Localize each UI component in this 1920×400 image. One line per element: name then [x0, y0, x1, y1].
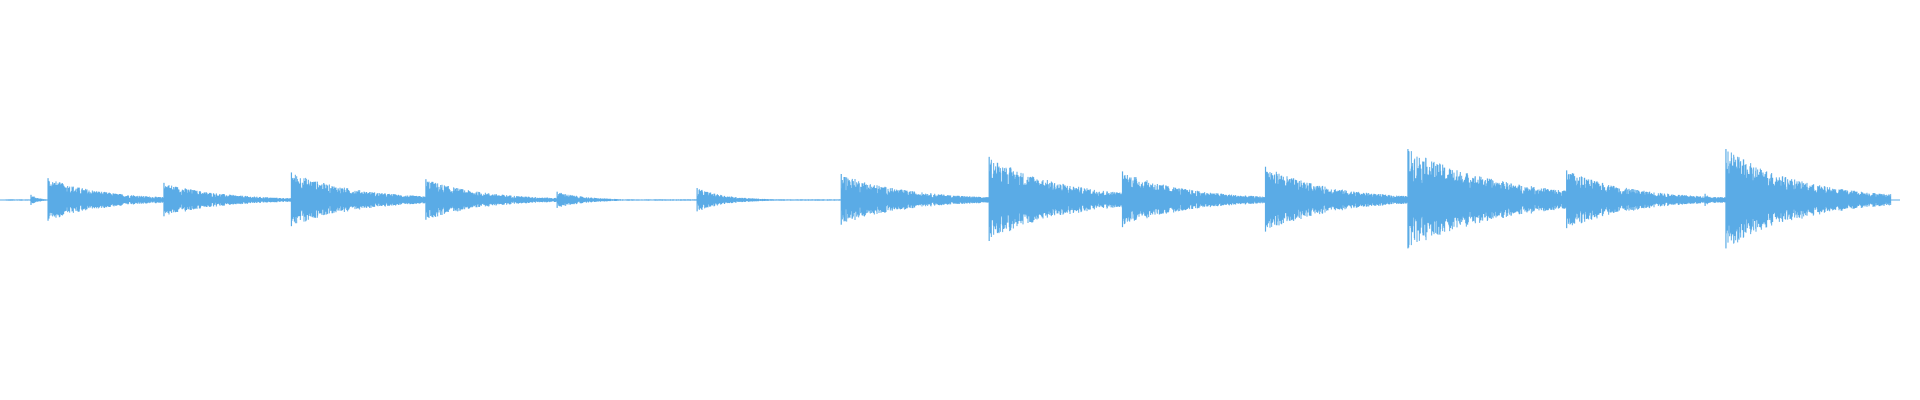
waveform-path [5, 151, 1892, 248]
